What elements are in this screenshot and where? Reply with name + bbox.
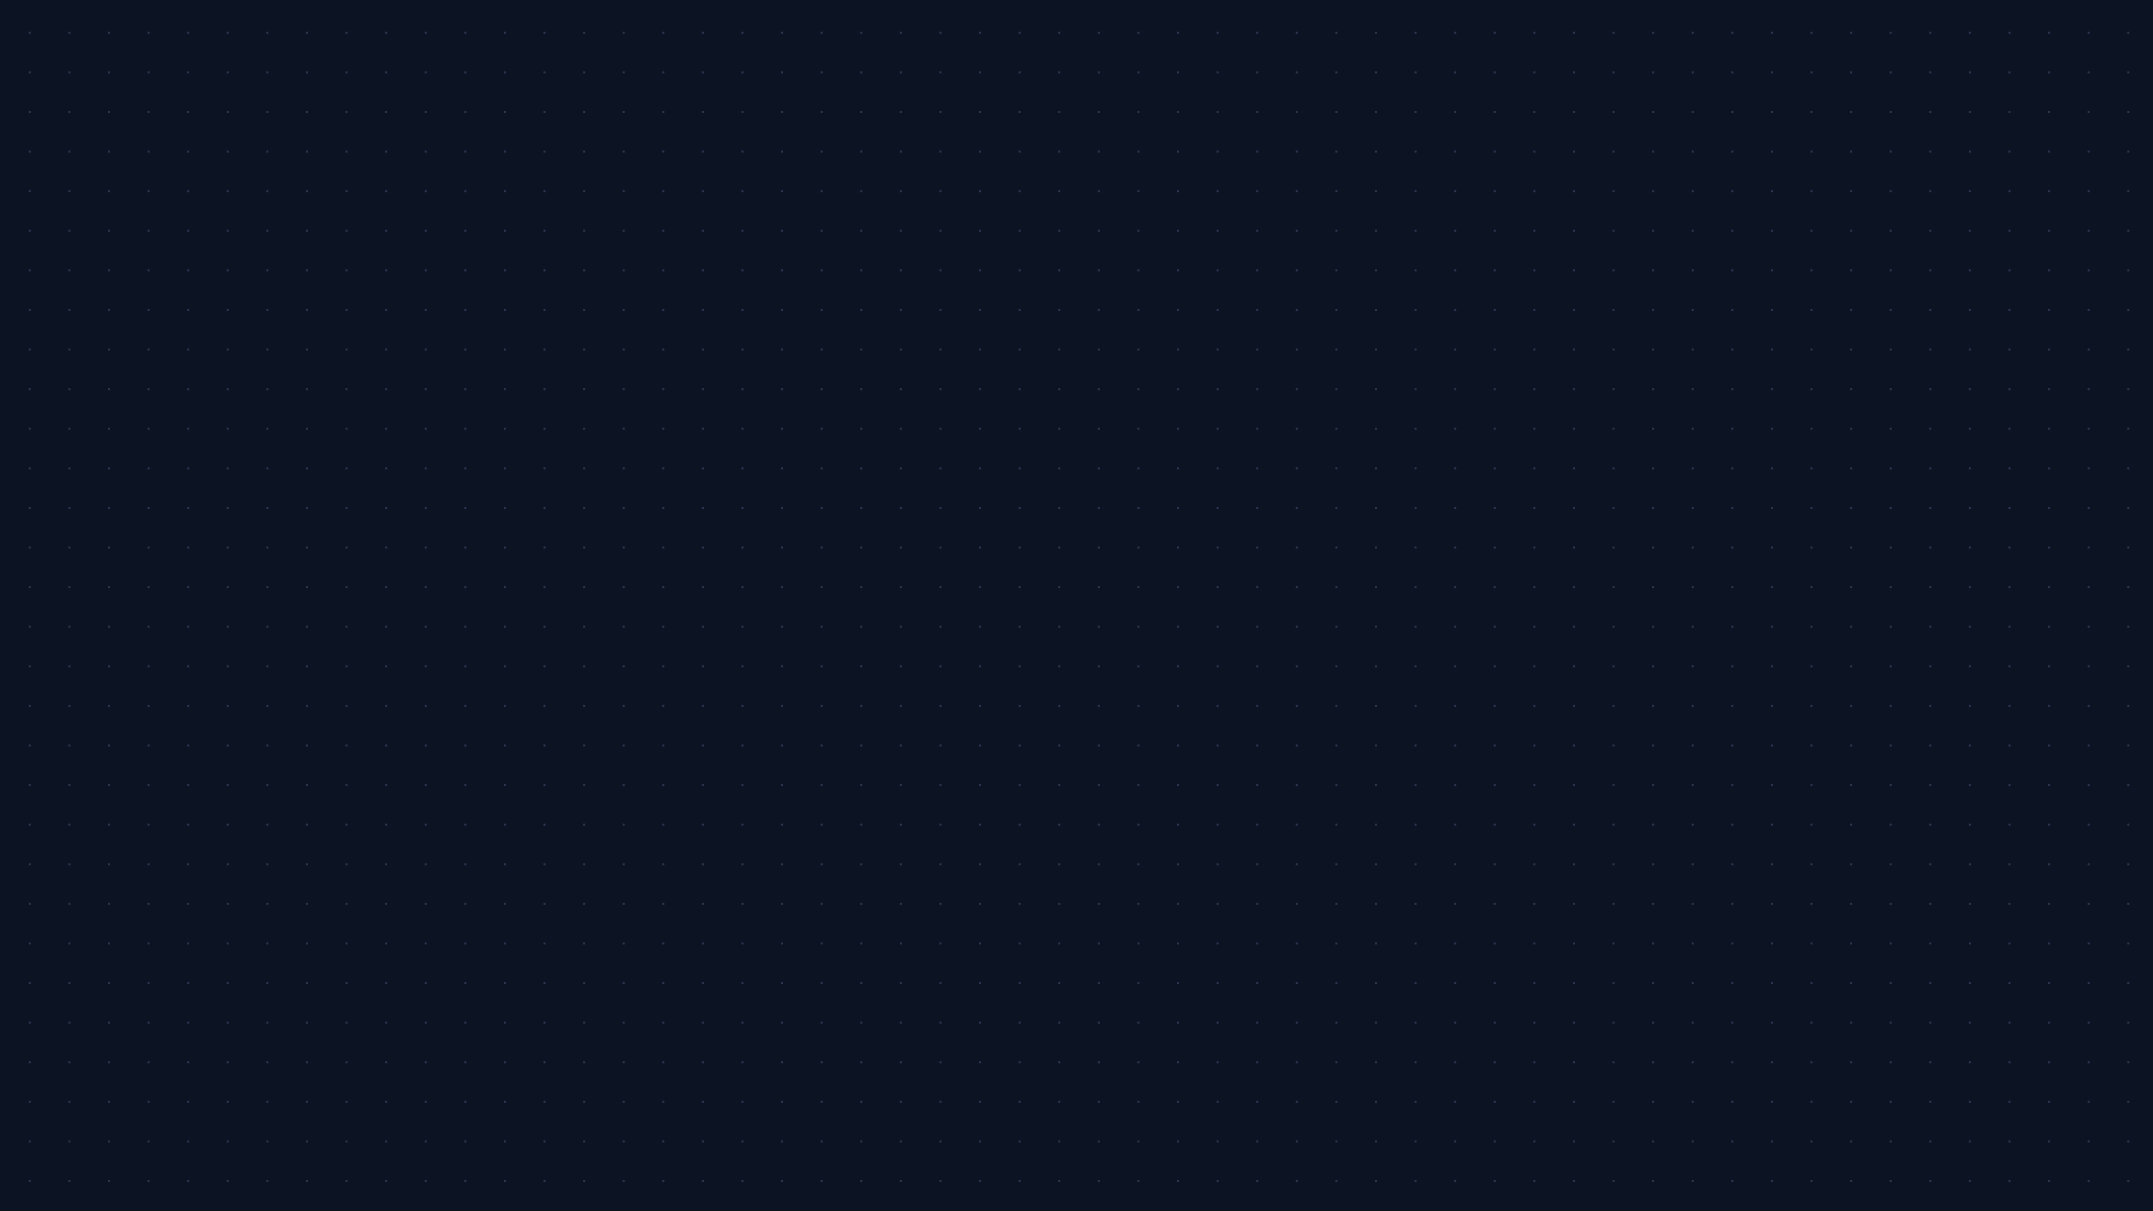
silkscreen-text-layer — [0, 0, 2153, 1211]
pcb-editor-canvas — [0, 0, 2153, 1211]
